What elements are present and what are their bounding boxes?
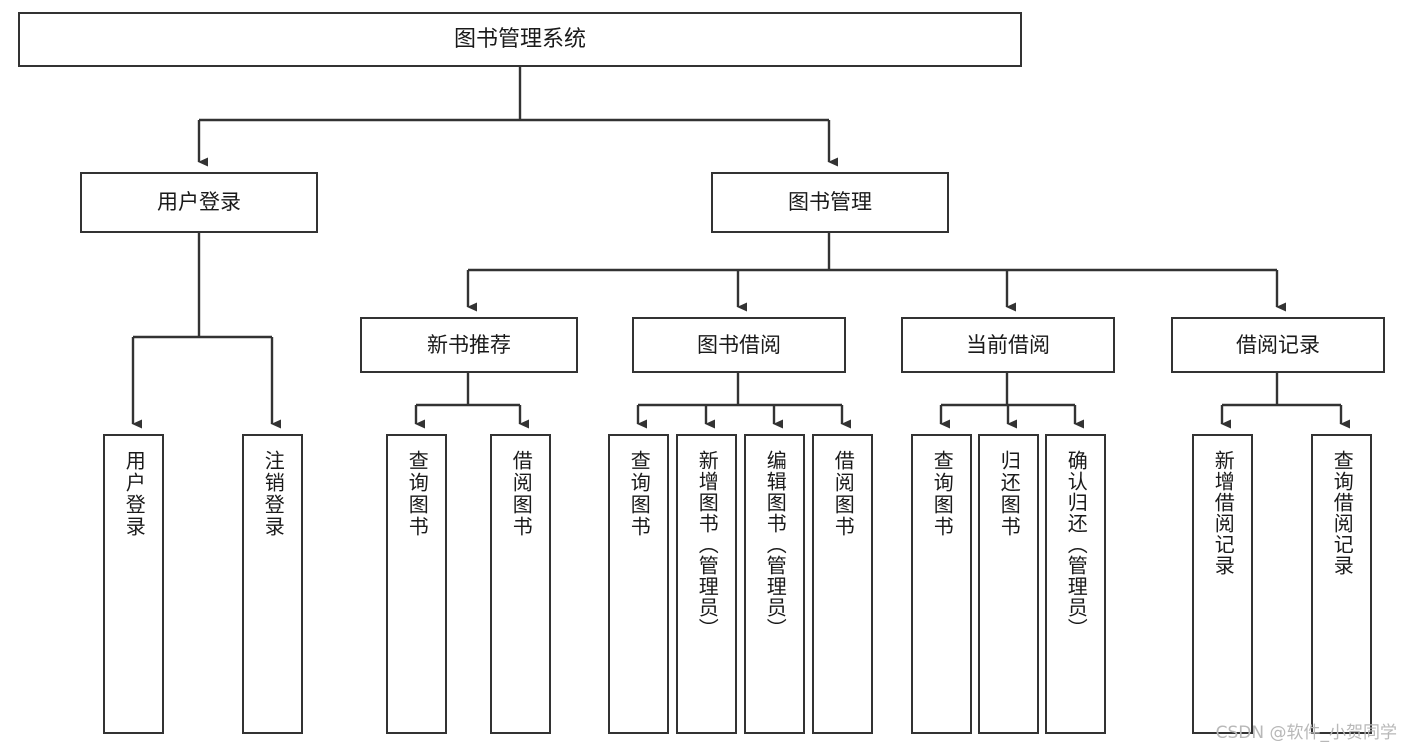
node-leaf-logout[interactable]: 注销登录 xyxy=(242,434,303,734)
node-leaf-user-login[interactable]: 用户登录 xyxy=(103,434,164,734)
node-borrow-record[interactable]: 借阅记录 xyxy=(1171,317,1385,373)
node-leaf-borrow-book[interactable]: 借阅图书 xyxy=(812,434,873,734)
node-leaf-add-book-admin[interactable]: 新增图书（管理员） xyxy=(676,434,737,734)
watermark: CSDN @软件_小贺同学 xyxy=(1215,723,1397,743)
node-book-borrow[interactable]: 图书借阅 xyxy=(632,317,846,373)
node-book-management[interactable]: 图书管理 xyxy=(711,172,949,233)
node-label: 注销登录 xyxy=(261,450,286,538)
node-label: 查询图书 xyxy=(627,450,652,538)
node-label: 图书管理系统 xyxy=(453,26,586,52)
node-leaf-query-book-recommend[interactable]: 查询图书 xyxy=(386,434,447,734)
node-label: 查询图书 xyxy=(405,450,430,538)
node-leaf-borrow-book-recommend[interactable]: 借阅图书 xyxy=(490,434,551,734)
node-leaf-return-book[interactable]: 归还图书 xyxy=(978,434,1039,734)
node-root-book-management-system[interactable]: 图书管理系统 xyxy=(18,12,1022,67)
node-label: 确认归还（管理员） xyxy=(1064,450,1089,639)
node-label: 归还图书 xyxy=(997,450,1022,538)
node-label: 图书管理 xyxy=(788,190,872,215)
node-label: 新增借阅记录 xyxy=(1211,450,1236,576)
node-new-book-recommend[interactable]: 新书推荐 xyxy=(360,317,578,373)
node-label: 查询借阅记录 xyxy=(1330,450,1355,576)
node-label: 借阅图书 xyxy=(831,450,856,538)
node-label: 用户登录 xyxy=(157,190,241,215)
node-leaf-query-borrow-record[interactable]: 查询借阅记录 xyxy=(1311,434,1372,734)
node-leaf-confirm-return-admin[interactable]: 确认归还（管理员） xyxy=(1045,434,1106,734)
node-leaf-query-book[interactable]: 查询图书 xyxy=(608,434,669,734)
node-leaf-edit-book-admin[interactable]: 编辑图书（管理员） xyxy=(744,434,805,734)
node-label: 用户登录 xyxy=(122,450,147,538)
node-label: 查询图书 xyxy=(930,450,955,538)
node-label: 编辑图书（管理员） xyxy=(763,450,788,639)
node-label: 借阅记录 xyxy=(1236,332,1320,357)
node-user-login[interactable]: 用户登录 xyxy=(80,172,318,233)
node-label: 借阅图书 xyxy=(509,450,534,538)
node-label: 新书推荐 xyxy=(427,332,511,357)
node-leaf-query-book-current[interactable]: 查询图书 xyxy=(911,434,972,734)
node-label: 当前借阅 xyxy=(966,332,1050,357)
node-label: 新增图书（管理员） xyxy=(695,450,720,639)
node-label: 图书借阅 xyxy=(697,332,781,357)
node-current-borrow[interactable]: 当前借阅 xyxy=(901,317,1115,373)
node-leaf-add-borrow-record[interactable]: 新增借阅记录 xyxy=(1192,434,1253,734)
